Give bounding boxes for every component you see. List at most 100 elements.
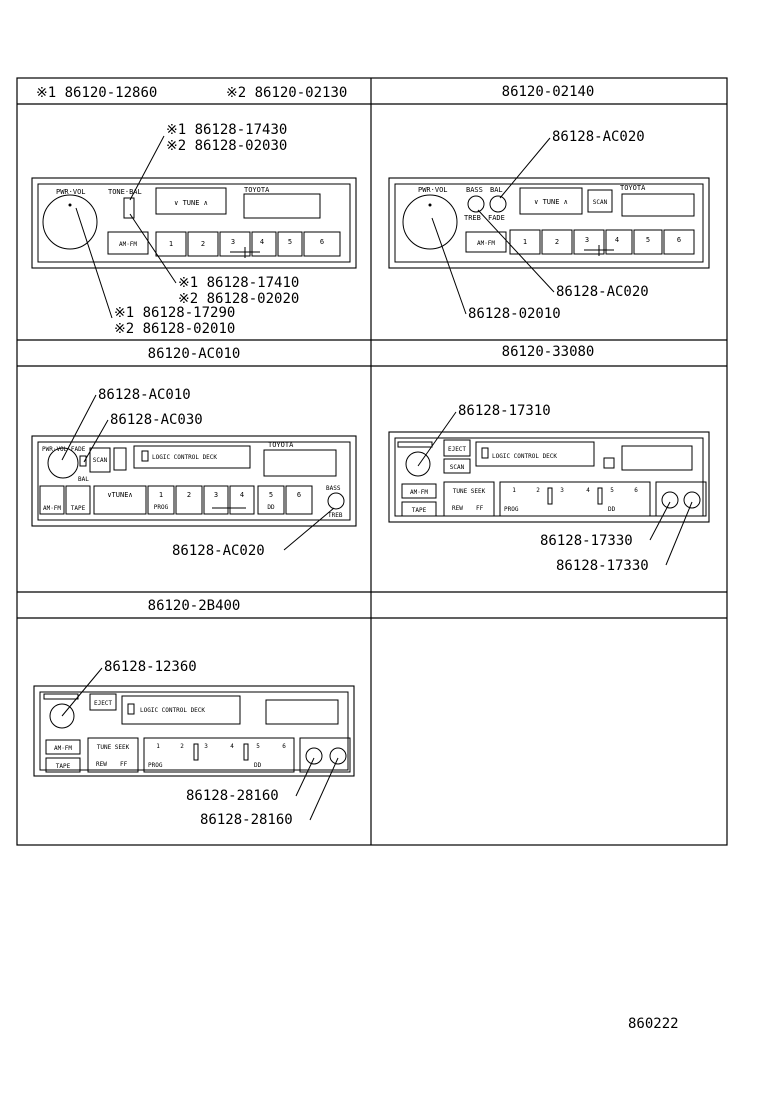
panel2-callout-top: 86128-AC020	[552, 129, 645, 145]
panel3-dd-label: DD	[267, 504, 275, 511]
panel1-callout-mid-2: ※2 86128-02020	[178, 291, 299, 307]
panel5-presets: 1 2 3 4 5 6 PROG DD	[148, 743, 286, 769]
panel4-preset-4: 4	[586, 487, 590, 494]
panel2-pwr-vol-label: PWR·VOL	[418, 186, 448, 194]
panel2-presets: 1 2 3 4 5 6	[509, 229, 695, 256]
panel1-tone-bal-label: TONE·BAL	[108, 188, 142, 196]
panel4-tape-label: TAPE	[412, 507, 427, 514]
panel4-deck-label: LOGIC CONTROL DECK	[492, 453, 557, 460]
panel4-deck-door	[475, 441, 595, 467]
panel3-tape-label: TAPE	[71, 505, 86, 512]
panel4-eject-button	[443, 439, 471, 457]
panel4-scan-label: SCAN	[450, 464, 465, 471]
panel3-radio: PWR·VOL·FADE BAL SCAN LOGIC CONTROL DECK…	[31, 435, 357, 527]
panel1-preset-4: 4	[260, 238, 264, 246]
panel2-fade-label: FADE	[488, 214, 505, 222]
panel2-callout-bot: 86128-02010	[468, 306, 561, 322]
panel5-preset-3: 3	[204, 743, 208, 750]
panel1-callout-top-1: ※1 86128-17430	[166, 122, 287, 138]
panel4-callout-bot2: 86128-17330	[556, 558, 649, 574]
panel4-tape-button	[401, 501, 437, 517]
panel3-treb-label: TREB	[328, 512, 343, 519]
panel2-volume-knob	[402, 194, 458, 250]
panel4-preset-2: 2	[536, 487, 540, 494]
panel4-callouts: 86128-17310 86128-17330 86128-17330	[417, 403, 693, 574]
panel1-tune-button	[155, 187, 227, 215]
panel2-display	[621, 193, 695, 217]
panel5-am-fm-label: AM·FM	[54, 745, 72, 752]
panel3-callout-bot: 86128-AC020	[172, 543, 265, 559]
panel5-tape-button	[45, 757, 81, 773]
panel2-preset-3: 3	[585, 236, 589, 244]
panel4-am-fm-button	[401, 483, 437, 499]
panel3-bass-label: BASS	[326, 485, 341, 492]
panel1-callouts: ※1 86128-17430 ※2 86128-02030 ※1 86128-1…	[75, 122, 299, 337]
panel3-prog-label: PROG	[154, 504, 169, 511]
panel5-preset-bank	[143, 737, 295, 773]
panel3-callout-top2: 86128-AC030	[110, 412, 203, 428]
panel3-preset-6: 6	[297, 491, 301, 499]
panel1-brand: TOYOTA	[244, 186, 270, 194]
panel5-knob-right	[329, 747, 347, 765]
header-cell3: 86120-AC010	[148, 346, 241, 362]
header-cell5: 86120-2B400	[148, 598, 241, 614]
panel2-bass-label: BASS	[466, 186, 483, 194]
panel3-deck-door	[133, 445, 251, 469]
panel1-callout-mid-1: ※1 86128-17410	[178, 275, 299, 291]
panel1-am-fm-label: AM·FM	[119, 241, 137, 248]
panel5-display	[265, 699, 339, 725]
panel2-preset-5: 5	[646, 236, 650, 244]
panel3-bal-label: BAL	[78, 476, 89, 483]
panel2-scan-label: SCAN	[593, 199, 608, 206]
panel2-scan-button	[587, 189, 613, 213]
panel1-callout-bot-2: ※2 86128-02010	[114, 321, 235, 337]
panel1-am-fm-button	[107, 231, 149, 255]
panel1-preset-5: 5	[288, 238, 292, 246]
panel5-callout-bot1: 86128-28160	[186, 788, 279, 804]
panel1-preset-6: 6	[320, 238, 324, 246]
panel4-callout-top: 86128-17310	[458, 403, 551, 419]
panel5-callout-bot2: 86128-28160	[200, 812, 293, 828]
panel4-eject-label: EJECT	[448, 446, 466, 453]
panel2-treb-label: TREB	[464, 214, 481, 222]
panel3-pwr-vol-label: PWR·VOL·FADE	[42, 446, 86, 453]
panel5-callouts: 86128-12360 86128-28160 86128-28160	[61, 659, 339, 828]
panel4-preset-5: 5	[610, 487, 614, 494]
header-cell1-a: ※1 86120-12860	[36, 85, 157, 101]
panel1-presets: 1 2 3 4 5 6	[155, 231, 341, 258]
panel3-tune-button	[93, 485, 147, 515]
panel5-dd-label: DD	[254, 762, 262, 769]
panel3-scan-label: SCAN	[93, 457, 108, 464]
panel1-tune-label: ∨ TUNE ∧	[174, 199, 208, 207]
panel2-callouts: 86128-AC020 86128-AC020 86128-02010	[431, 129, 649, 322]
panel3-callout-top1: 86128-AC010	[98, 387, 191, 403]
panel3-preset-3: 3	[214, 491, 218, 499]
panel1-preset-3: 3	[231, 238, 235, 246]
panel4-display	[621, 445, 693, 471]
panel3-faceplate	[31, 435, 357, 527]
panel3-tune-label: ∨TUNE∧	[107, 491, 132, 499]
panel3-brand: TOYOTA	[268, 441, 294, 449]
panel4-preset-3: 3	[560, 487, 564, 494]
panel5-faceplate	[33, 685, 355, 777]
panel3-display	[263, 449, 337, 477]
panel5-preset-4: 4	[230, 743, 234, 750]
panel3-volume-knob	[47, 447, 79, 479]
panel3-am-fm-label: AM·FM	[43, 505, 61, 512]
panel4-radio: EJECT SCAN LOGIC CONTROL DECK AM·FM TAPE…	[388, 431, 710, 523]
panel5-eject-button	[89, 693, 117, 711]
panel5-am-fm-button	[45, 739, 81, 755]
header-cell1-b: ※2 86120-02130	[226, 85, 347, 101]
panel4-ff-label: FF	[476, 505, 484, 512]
panel5-knob-left	[305, 747, 323, 765]
panel2-bal-knob	[489, 195, 507, 213]
panel1-pwr-vol-label: PWR·VOL	[56, 188, 86, 196]
panel2-callout-mid: 86128-AC020	[556, 284, 649, 300]
panel2-bal-label: BAL	[490, 186, 503, 194]
panel3-preset-2: 2	[187, 491, 191, 499]
figure-number: 860222	[628, 1016, 679, 1032]
panel4-knob-left	[661, 491, 679, 509]
panel5-deck-label: LOGIC CONTROL DECK	[140, 707, 205, 714]
panel3-bass-knob	[327, 492, 345, 510]
